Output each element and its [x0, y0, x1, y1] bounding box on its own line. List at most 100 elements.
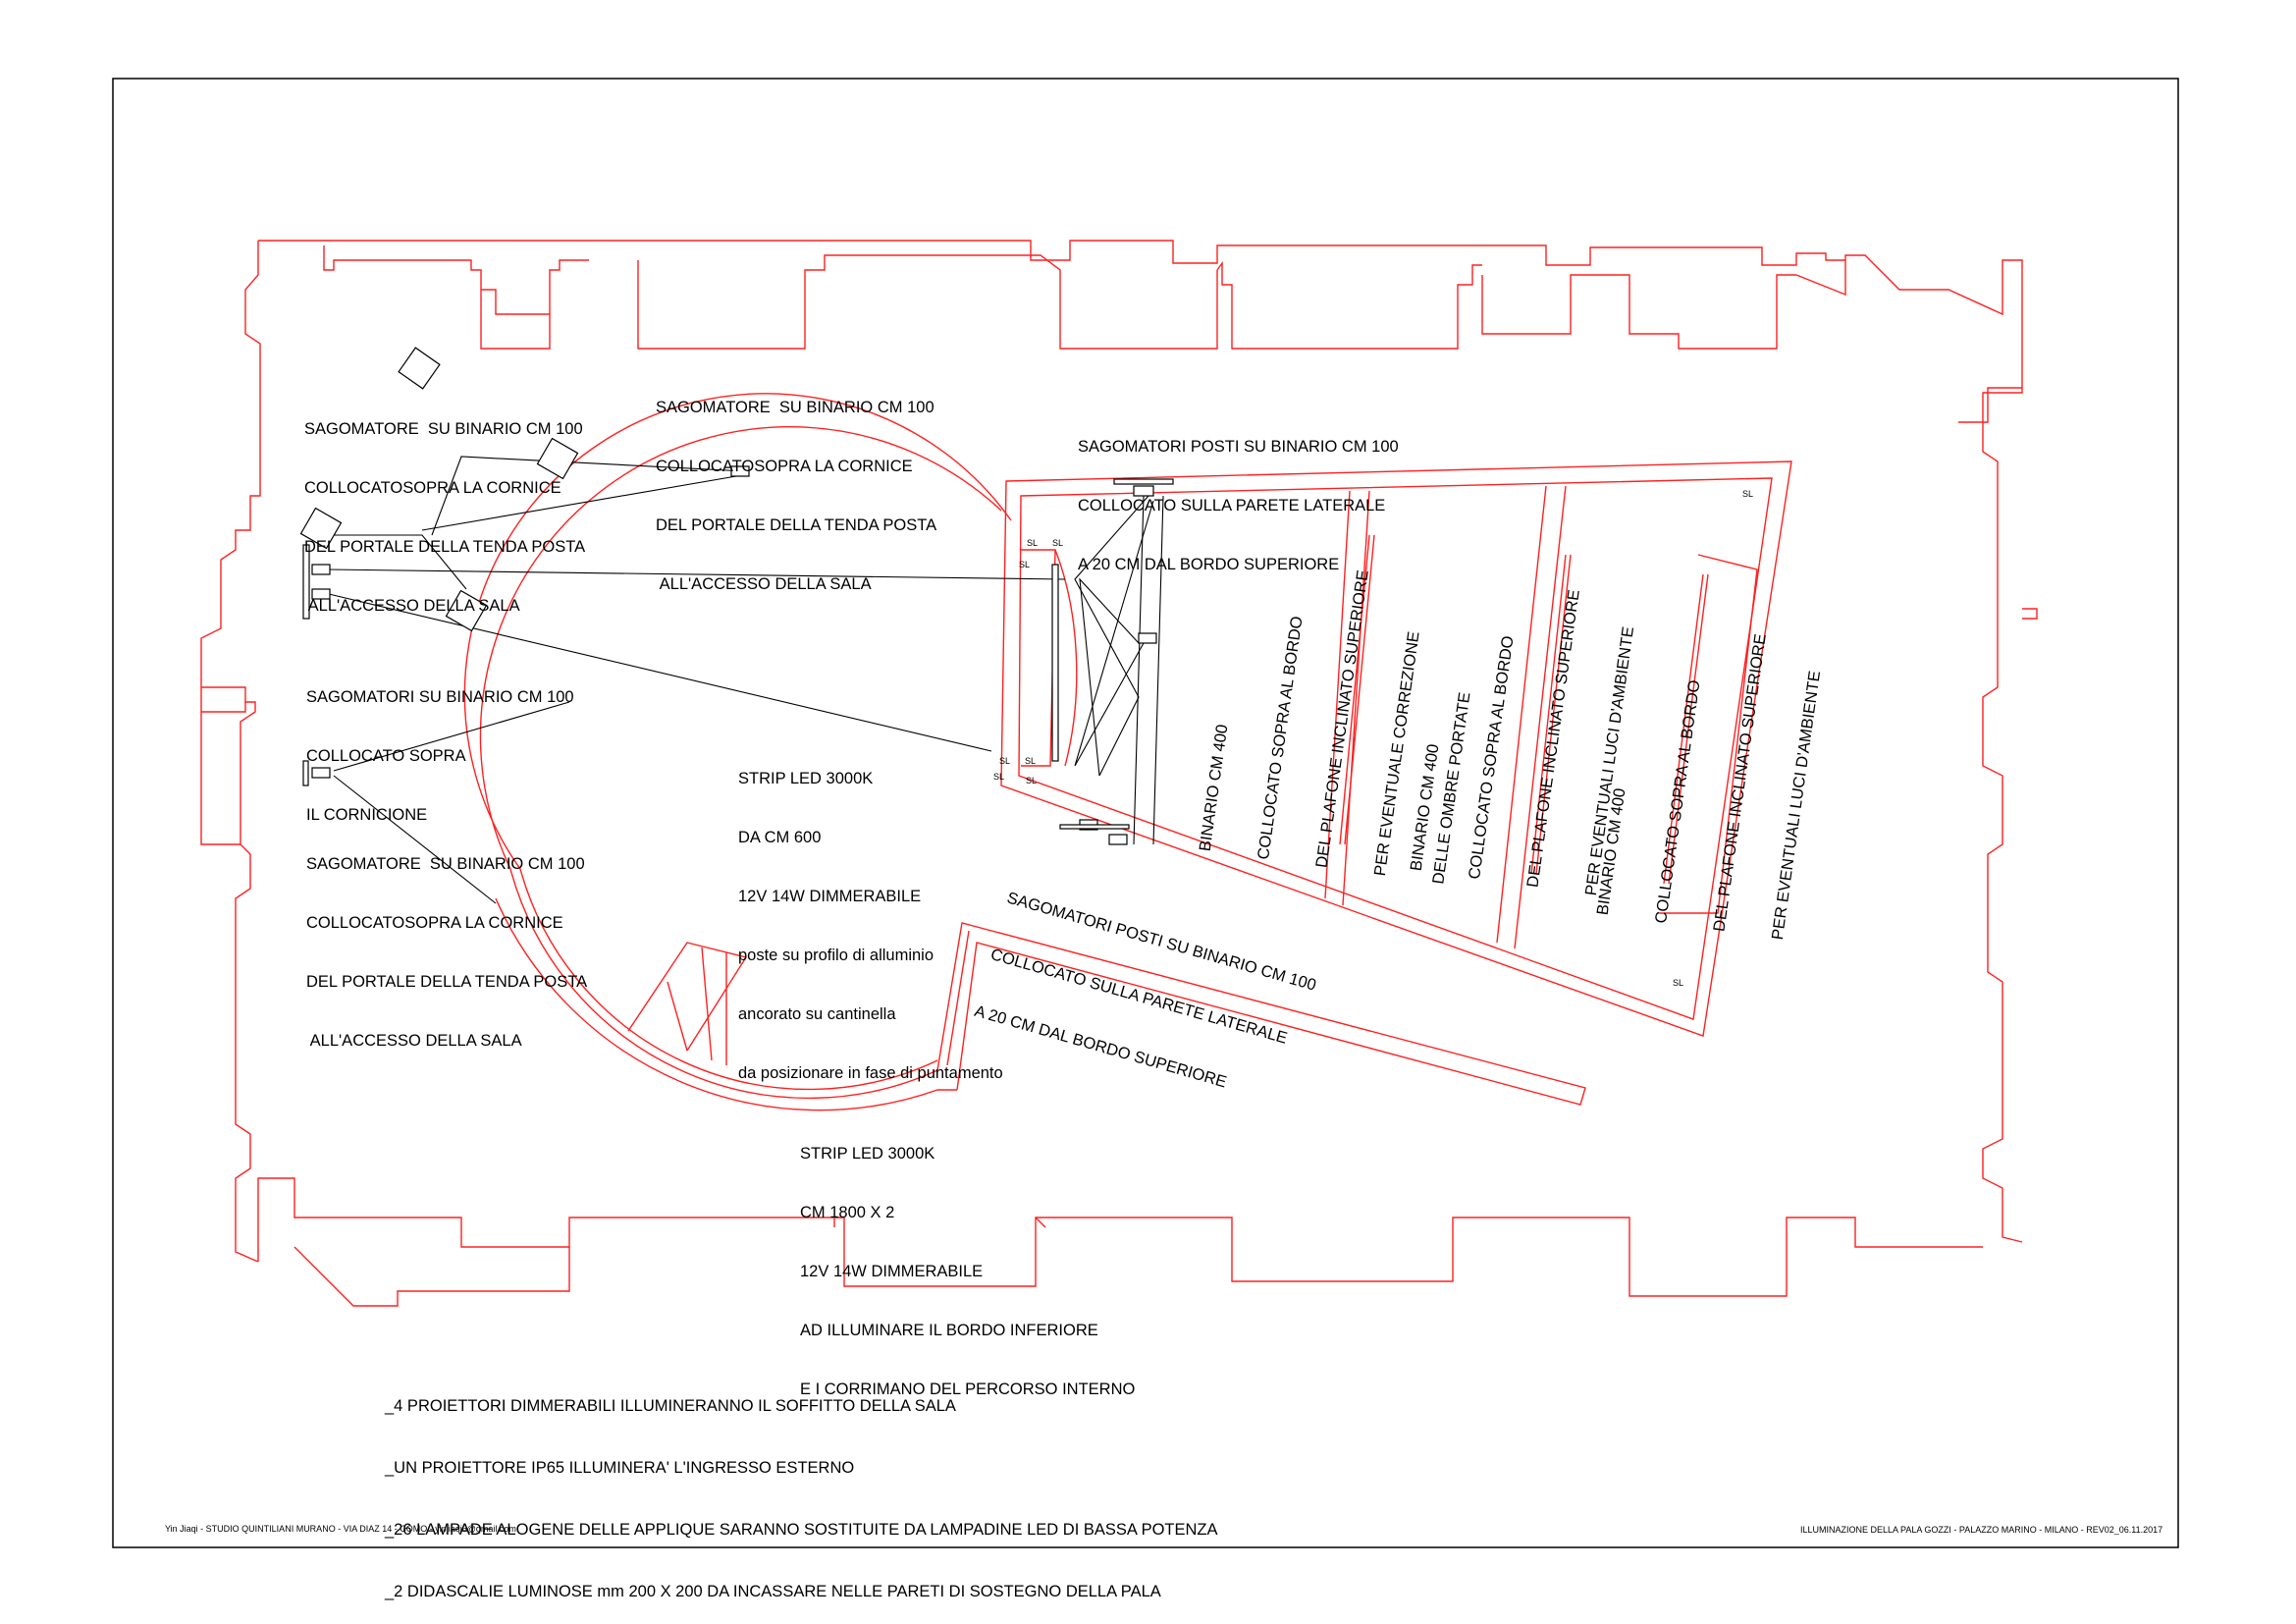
label-line: SAGOMATORI SU BINARIO CM 100: [306, 688, 574, 706]
label-sagomatore-bottom-left: SAGOMATORE SU BINARIO CM 100 COLLOCATOSO…: [306, 815, 587, 1070]
sl-tag: SL: [1742, 489, 1754, 499]
label-line: 12V 14W DIMMERABILE: [800, 1263, 984, 1280]
sl-tag: SL: [1019, 560, 1031, 569]
label-line: BINARIO CM 400: [1196, 723, 1232, 853]
label-line: ancorato su cantinella: [738, 1005, 896, 1023]
pala-inner-frame: [1021, 549, 1056, 767]
footer-author: Yin Jiaqi - STUDIO QUINTILIANI MURANO - …: [165, 1524, 516, 1534]
label-line: COLLOCATO SOPRA AL BORDO: [1652, 678, 1704, 925]
strip-led-vertical: [1051, 564, 1059, 762]
label-line: COLLOCATO SOPRA: [306, 747, 466, 765]
label-sagomatori-cornicione: SAGOMATORI SU BINARIO CM 100 COLLOCATO S…: [306, 648, 574, 844]
pala-outer: [1000, 460, 1792, 1037]
fixture-spot-2: [311, 588, 331, 600]
label-line: A 20 CM DAL BORDO SUPERIORE: [1078, 556, 1340, 573]
beam-pala-4: [1133, 495, 1164, 845]
fixture-diamond-1: [398, 347, 441, 390]
label-line: ALL'ACCESSO DELLA SALA: [306, 1032, 522, 1050]
pala-division-2: [1496, 485, 1547, 944]
track-pala-bottom: [1059, 824, 1130, 830]
label-line: E I CORRIMANO DEL PERCORSO INTERNO: [800, 1380, 1136, 1398]
right-door: [2022, 608, 2038, 620]
note-line: _26 LAMPADE ALOGENE DELLE APPLIQUE SARAN…: [385, 1521, 1218, 1539]
label-line: STRIP LED 3000K: [738, 770, 874, 787]
fixture-diamond-4: [445, 589, 488, 632]
fixture-spot-4: [730, 465, 750, 477]
pala-division-1: [1324, 490, 1351, 899]
fixture-spot-3: [311, 767, 331, 779]
pala-inner: [1018, 477, 1773, 1020]
light-beams: [328, 456, 1164, 904]
label-line: SAGOMATORE SU BINARIO CM 100: [304, 420, 583, 438]
sl-tag: SL: [999, 756, 1011, 766]
fixture-spot-1: [311, 564, 331, 575]
floor-plan: [200, 240, 2038, 1307]
beam-left-top-2: [421, 475, 737, 531]
label-sagomatore-top-left: SAGOMATORE SU BINARIO CM 100 COLLOCATOSO…: [304, 380, 585, 635]
beam-pala-2: [1074, 500, 1154, 767]
note-line: _UN PROIETTORE IP65 ILLUMINERA' L'INGRES…: [385, 1459, 855, 1477]
pala-front-curve: [1054, 549, 1078, 767]
top-pilaster-5: [1481, 274, 1796, 350]
tribune-stair: [627, 942, 748, 1065]
tribune-inner-arc: [463, 393, 1012, 1091]
sl-tag: SL: [1052, 538, 1064, 548]
fixture-spot-8: [1108, 834, 1128, 845]
sl-tag: SL: [1025, 756, 1037, 766]
label-line: COLLOCATOSOPRA LA CORNICE: [656, 458, 913, 475]
label-line: STRIP LED 3000K: [800, 1145, 935, 1163]
label-strip-led-1800: STRIP LED 3000K CM 1800 X 2 12V 14W DIMM…: [800, 1105, 1135, 1419]
beam-left-top-1: [431, 456, 747, 536]
label-line: CM 1800 X 2: [800, 1204, 895, 1221]
top-pilaster-3: [637, 254, 1218, 350]
fixture-spot-6: [1138, 632, 1157, 644]
ramp: [936, 922, 1586, 1106]
label-line: ALL'ACCESSO DELLA SALA: [304, 597, 520, 615]
fixture-spot-5: [1133, 485, 1154, 497]
label-line: da posizionare in fase di puntamento: [738, 1064, 1003, 1082]
bottom-pilaster-2: [833, 1217, 1046, 1228]
pala-strip-1: [1339, 534, 1375, 845]
label-line: SAGOMATORE SU BINARIO CM 100: [656, 399, 934, 416]
top-pilaster-1: [323, 245, 589, 350]
label-line: IL CORNICIONE: [306, 806, 428, 824]
pala-strip-3: [1663, 573, 1709, 885]
top-pilaster-2: [481, 289, 550, 315]
label-sagomatore-top-center: SAGOMATORE SU BINARIO CM 100 COLLOCATOSO…: [656, 358, 936, 614]
label-line: DEL PORTALE DELLA TENDA POSTA: [304, 538, 586, 556]
label-line: COLLOCATOSOPRA LA CORNICE: [304, 479, 561, 497]
beam-bottom-left-2: [333, 701, 570, 772]
label-line: AD ILLUMINARE IL BORDO INFERIORE: [800, 1322, 1098, 1339]
label-binario-3: BINARIO CM 400 COLLOCATO SOPRA AL BORDO …: [1554, 611, 1848, 944]
right-corner: [1795, 254, 2023, 423]
label-line: DEL PLAFONE INCLINATO SUPERIORE: [1710, 632, 1770, 933]
label-line: DEL PLAFONE INCLINATO SUPERIORE: [1312, 568, 1372, 869]
beam-pala-3: [1079, 577, 1140, 777]
label-strip-led-600: STRIP LED 3000K DA CM 600 12V 14W DIMMER…: [738, 730, 1003, 1103]
beam-bottom-left: [333, 775, 497, 904]
pala-strip-2: [1530, 554, 1572, 875]
label-line: DEL PORTALE DELLA TENDA POSTA: [656, 516, 937, 534]
label-sagomatori-top-right: SAGOMATORI POSTI SU BINARIO CM 100 COLLO…: [1078, 398, 1399, 594]
track-left: [302, 544, 310, 620]
label-line: COLLOCATO SOPRA AL BORDO: [1255, 615, 1307, 861]
fixture-diamond-2: [536, 437, 579, 480]
label-line: DA CM 600: [738, 829, 822, 846]
track-pala-top: [1113, 478, 1174, 485]
label-line: SAGOMATORI POSTI SU BINARIO CM 100: [1078, 438, 1399, 456]
label-line: COLLOCATO SOPRA AL BORDO: [1466, 634, 1518, 881]
ramp-inner: [946, 930, 970, 1066]
fixture-diamond-3: [299, 507, 343, 550]
footer-project-title: ILLUMINAZIONE DELLA PALA GOZZI - PALAZZO…: [1800, 1525, 2163, 1535]
beam-pala-1: [1074, 495, 1149, 777]
label-line: BINARIO CM 400: [1407, 742, 1443, 873]
label-line: BINARIO CM 400: [1593, 786, 1629, 917]
sl-tag: SL: [1027, 538, 1039, 548]
fixtures: [299, 347, 1174, 845]
label-line: SAGOMATORE SU BINARIO CM 100: [306, 855, 585, 873]
pala-division-1b: [1342, 490, 1370, 906]
beam-center: [328, 568, 1066, 580]
label-line: ALL'ACCESSO DELLA SALA: [656, 575, 872, 593]
label-line: COLLOCATOSOPRA LA CORNICE: [306, 914, 563, 932]
